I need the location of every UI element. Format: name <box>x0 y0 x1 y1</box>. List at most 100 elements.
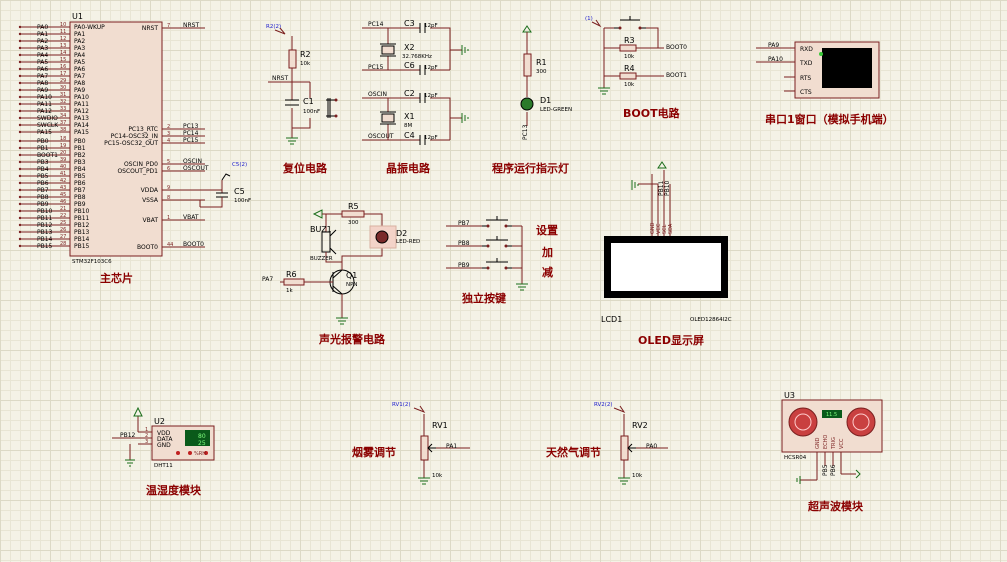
dht11-sensor[interactable]: 80 25 %RH VDD DATA GND 1 2 3 PB12 U2 DHT… <box>112 406 215 497</box>
mcu-left-pin-dot <box>18 216 22 220</box>
gas-pot[interactable]: RV2(2) RV2 10k PA0 天然气调节 <box>546 402 668 485</box>
oled-net-sda: PB10 <box>664 180 671 196</box>
mcu-left-pin-dot <box>18 139 22 143</box>
mcu-right-pin-number: 44 <box>167 242 173 248</box>
crystal-circuit[interactable]: PC14 PC15 OSCIN OSCOUT C3 12pF X2 32.768… <box>362 19 469 175</box>
sonar-ref: U3 <box>784 391 795 400</box>
sonar-display-value: 11.5 <box>826 412 837 418</box>
dht-display-value-1: 80 <box>198 433 206 440</box>
uart-terminal[interactable]: RXD TXD RTS CTS PA9 PA10 串口1窗口（模拟手机端） <box>756 41 894 126</box>
c2-value: 12pF <box>424 93 438 99</box>
boot-circuit[interactable]: (1) R3 10k R4 10k BOOT0 BOOT1 BOOT电路 <box>585 16 687 120</box>
xtal-net-3: OSCIN <box>368 91 387 98</box>
mcu-left-pin-name: PB3 <box>74 159 86 166</box>
dht-button-label[interactable]: %RH <box>194 451 206 457</box>
r5-body[interactable] <box>341 210 365 218</box>
key-label-add: 加 <box>541 245 553 259</box>
mcu-ref: U1 <box>72 12 83 21</box>
mcu-left-pin-name: PA2 <box>74 38 85 45</box>
mcu-right-net: PC13 <box>183 123 199 130</box>
mcu-left-pin-number: 26 <box>60 227 66 233</box>
dht-pin-num-3: 3 <box>145 439 148 445</box>
rv1-probe[interactable]: RV1(2) <box>392 402 411 408</box>
key-switches[interactable] <box>482 216 512 270</box>
mcu-right-net: PC14 <box>183 130 199 137</box>
mcu-right-pin-name: PC15-OSC32_OUT <box>104 140 158 147</box>
key-circuit[interactable]: PB7 PB8 PB9 设置 加 减 独立按键 <box>446 216 558 305</box>
run-led-circuit[interactable]: R1 300 D1 LED-GREEN PC13 程序运行指示灯 <box>492 25 572 175</box>
uart-pin-rxd: RXD <box>800 46 813 53</box>
r3-body[interactable] <box>619 44 637 52</box>
c5-probe[interactable]: C5(2) <box>232 162 247 168</box>
mcu-left-pin-number: 45 <box>60 192 66 198</box>
d1-led[interactable] <box>520 97 534 111</box>
mcu-left-pin-dot <box>18 230 22 234</box>
mcu-left-pin-dot <box>18 74 22 78</box>
dht-display <box>185 430 210 446</box>
mcu-right-pin-name: VSSA <box>142 197 159 204</box>
mcu-right-pin-number: 6 <box>167 166 170 172</box>
reset-circuit[interactable]: R2(2) R2 10k C1 100nF NRST 复位电路 <box>266 24 338 175</box>
mcu-left-pin-dot <box>18 174 22 178</box>
mcu-left-pin-name: PA3 <box>74 45 85 52</box>
rv1-net: PA1 <box>446 443 457 450</box>
mcu-right-pin-number: 1 <box>167 215 170 221</box>
mcu-left-pin-number: 20 <box>60 150 66 156</box>
r1-body[interactable] <box>523 53 532 77</box>
mcu-left-net: PB12 <box>37 222 53 229</box>
x2-body[interactable] <box>381 45 395 55</box>
mcu-right-pin-number: 9 <box>167 185 170 191</box>
mcu-left-net: PB6 <box>37 180 49 187</box>
smoke-title: 烟雾调节 <box>352 445 396 459</box>
mcu-left-pin-name: PA1 <box>74 31 85 38</box>
uart-pin-cts: CTS <box>800 89 812 96</box>
alarm-circuit[interactable]: R5 300 D2 LED-RED BUZ1 BUZZER Q1 NPN R6 … <box>262 202 420 346</box>
r4-body[interactable] <box>619 72 637 80</box>
r1-value: 300 <box>536 69 547 75</box>
mcu-left-pin-dot <box>18 167 22 171</box>
mcu-left-pin-dot <box>18 209 22 213</box>
rv2-probe[interactable]: RV2(2) <box>594 402 613 408</box>
mcu-left-net: PB1 <box>37 145 49 152</box>
r6-value: 1k <box>286 288 293 294</box>
mcu-left-pin-dot <box>18 244 22 248</box>
x1-body[interactable] <box>381 113 395 123</box>
d2-ref: D2 <box>396 229 407 238</box>
mcu-left-pin-dot <box>18 123 22 127</box>
d2-value: LED-RED <box>396 239 420 245</box>
mcu-left-pin-name: PB6 <box>74 180 86 187</box>
mcu-left-pin-number: 18 <box>60 136 66 142</box>
rv2-value: 10k <box>632 473 643 479</box>
x1-value: 8M <box>404 123 412 129</box>
mcu-left-pin-number: 31 <box>60 92 66 98</box>
dht-pin-num-1: 1 <box>145 427 148 433</box>
r2-body[interactable] <box>288 49 297 69</box>
mcu-left-pin-name: PB7 <box>74 187 86 194</box>
mcu-left-net: PA2 <box>37 38 48 45</box>
mcu-left-pin-dot <box>18 237 22 241</box>
mcu-left-pin-number: 43 <box>60 185 66 191</box>
led-title: 程序运行指示灯 <box>492 161 569 175</box>
q1-value: NPN <box>346 282 358 288</box>
boot-probe[interactable]: (1) <box>585 16 593 22</box>
reset-probe[interactable]: R2(2) <box>266 24 281 30</box>
mcu-left-net: PB3 <box>37 159 49 166</box>
r6-body[interactable] <box>283 278 305 286</box>
crystal-title: 晶振电路 <box>386 161 431 175</box>
rv1-body[interactable] <box>420 435 429 461</box>
mcu-left-net: PA8 <box>37 80 48 87</box>
mcu-left-pin-name: PB15 <box>74 243 90 250</box>
mcu-left-pin-dot <box>18 130 22 134</box>
mcu-left-net: PA1 <box>37 31 48 38</box>
mcu-left-net: PB4 <box>37 166 49 173</box>
mcu-left-pin-name: PB2 <box>74 152 86 159</box>
boot-net-1: BOOT1 <box>666 72 687 79</box>
rv2-body[interactable] <box>620 435 629 461</box>
smoke-pot[interactable]: RV1(2) RV1 10k PA1 烟雾调节 <box>352 402 470 485</box>
uart-screen <box>822 48 872 88</box>
mcu-right-pin-name: PC13_RTC <box>128 126 158 133</box>
